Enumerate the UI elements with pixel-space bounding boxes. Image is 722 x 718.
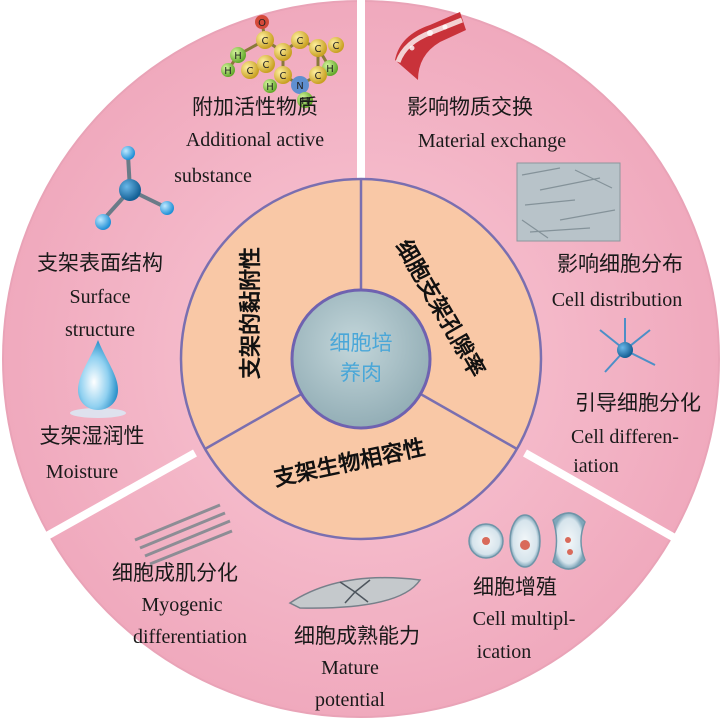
label-mature-cn: 细胞成熟能力 [294,624,420,648]
svg-text:H: H [326,64,334,75]
svg-text:O: O [258,18,266,29]
label-moisture-en: Moisture [46,461,118,483]
label-material-exchange-cn: 影响物质交换 [407,95,533,119]
label-cell-differentiation-en1: Cell differen- [571,426,679,448]
svg-text:H: H [301,96,309,107]
label-additional-active-en1: Additional active [186,129,324,151]
inner-left-label: 支架的黏附性 [238,247,264,379]
cell-division-icon [468,512,586,570]
svg-text:C: C [262,36,269,47]
water-drop-icon [70,340,126,418]
outer-dividers [43,0,682,545]
inner-dividers [204,179,518,451]
ball-stick-molecule-icon [95,146,174,230]
neuron-icon [599,318,656,373]
label-myogenic-en1: Myogenic [141,594,222,616]
svg-text:H: H [266,82,274,93]
svg-text:H: H [224,66,232,77]
label-cell-distribution-cn: 影响细胞分布 [557,252,683,276]
svg-text:N: N [296,81,303,92]
svg-text:C: C [333,41,340,52]
svg-text:C: C [315,44,322,55]
label-cell-distribution-en: Cell distribution [552,289,683,311]
svg-text:C: C [280,71,287,82]
svg-text:C: C [297,36,304,47]
muscle-fiber-icon [134,503,233,566]
label-mature-en2: potential [315,689,385,711]
svg-text:C: C [247,66,254,77]
svg-text:H: H [234,51,242,62]
label-multiplication-en2: ication [477,641,531,663]
label-cell-differentiation-cn: 引导细胞分化 [575,391,701,415]
blood-vessel-icon [395,12,466,80]
label-myogenic-cn: 细胞成肌分化 [112,561,238,585]
svg-text:C: C [280,48,287,59]
mature-cell-icon [288,576,422,609]
cell-micrograph-image [516,162,621,242]
core-circle [290,288,432,430]
label-additional-active-en2: substance [174,165,252,187]
label-cell-differentiation-en2: iation [573,455,619,477]
molecule-icon: H C O C C C H C N C H H C C C H [221,15,344,108]
svg-text:C: C [315,71,322,82]
label-additional-active-cn: 附加活性物质 [192,95,318,119]
label-surface-structure-cn: 支架表面结构 [37,251,163,275]
label-moisture-cn: 支架湿润性 [40,424,145,448]
label-mature-en1: Mature [321,657,379,679]
label-material-exchange-en: Material exchange [418,130,566,152]
core-line1: 细胞培 [330,331,393,355]
label-multiplication-en1: Cell multipl- [473,608,576,630]
label-multiplication-cn: 细胞增殖 [473,575,557,599]
core-line2: 养肉 [340,361,382,385]
label-surface-structure-en2: structure [65,319,135,341]
label-myogenic-en2: differentiation [133,626,247,648]
svg-text:C: C [263,60,270,71]
label-surface-structure-en1: Surface [69,286,130,308]
